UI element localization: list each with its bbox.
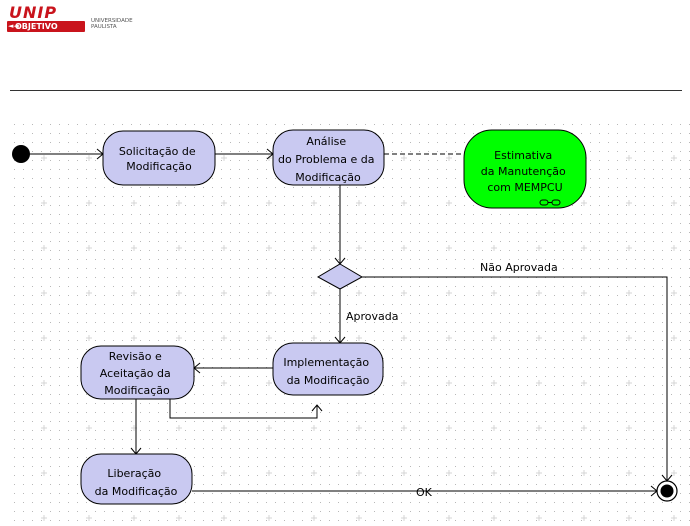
liberacao-line-2: da Modificação <box>95 485 178 498</box>
solicitacao-line-2: Modificação <box>126 160 192 173</box>
activity-solicitacao <box>103 131 215 185</box>
final-node-core <box>661 485 674 498</box>
implementacao-line-1: Implementação <box>283 356 369 369</box>
estimativa-line-3: com MEMPCU <box>487 181 562 194</box>
logo-university-line2: PAULISTA <box>91 24 117 30</box>
initial-node <box>12 145 30 163</box>
page-header: UNIP ◄◄ OBJETIVO UNIVERSIDADE PAULISTA <box>0 0 690 95</box>
label-nao-aprovada: Não Aprovada <box>480 261 558 274</box>
diagram-canvas: Solicitação de Modificação Análise do Pr… <box>10 120 690 522</box>
analise-line-2: do Problema e da <box>278 153 374 166</box>
activity-revisao-label: Revisão e Aceitação da Modificação <box>100 350 175 397</box>
label-aprovada: Aprovada <box>346 310 399 323</box>
revisao-line-2: Aceitação da <box>100 367 171 380</box>
activity-diagram: Solicitação de Modificação Análise do Pr… <box>10 120 690 522</box>
unip-objetivo-logo: UNIP ◄◄ OBJETIVO UNIVERSIDADE PAULISTA <box>3 2 143 32</box>
activity-implementacao <box>273 343 383 395</box>
header-divider <box>10 90 682 91</box>
estimativa-line-1: Estimativa <box>494 149 552 162</box>
revisao-line-3: Modificação <box>104 384 170 397</box>
implementacao-line-2: da Modificação <box>287 374 370 387</box>
logo-subtitle: OBJETIVO <box>15 21 58 32</box>
liberacao-line-1: Liberação <box>107 467 161 480</box>
estimativa-line-2: da Manutenção <box>481 165 566 178</box>
logo-word: UNIP <box>9 3 57 22</box>
revisao-line-1: Revisão e <box>109 350 162 363</box>
label-ok: OK <box>416 486 433 499</box>
analise-line-1: Análise <box>306 135 346 148</box>
analise-line-3: Modificação <box>295 171 361 184</box>
solicitacao-line-1: Solicitação de <box>119 145 196 158</box>
